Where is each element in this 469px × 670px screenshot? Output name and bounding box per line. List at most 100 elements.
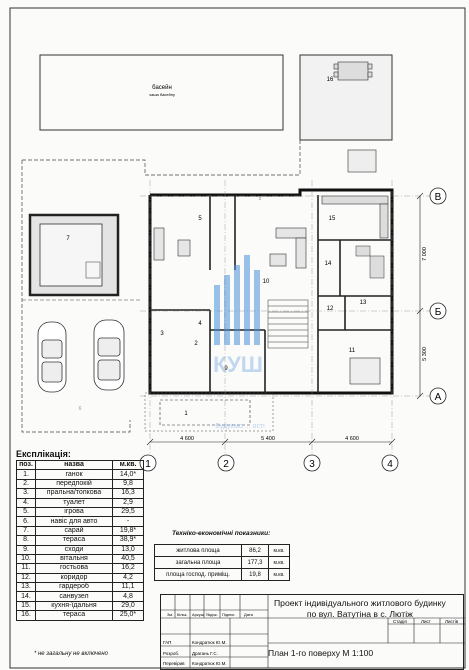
room-number-14: 14 [325, 261, 332, 267]
dim-right-2: 5 300 [422, 347, 428, 361]
table-header-row: поз. назва м.кв. [16, 459, 144, 471]
project-line-1: Проект індивідуального житлового будинку [274, 598, 446, 608]
stamp-name-2: Драгань Г.С. [192, 651, 218, 656]
room-number-16: 16 [327, 77, 334, 83]
room-number-1: 1 [184, 411, 188, 417]
pool-outline [39, 54, 284, 131]
kitchen-fittings [321, 149, 389, 239]
stamp-hdr-6: Дата [244, 612, 254, 617]
axis-bubbles-letter [429, 187, 447, 405]
room-number-6: 6 [79, 406, 82, 412]
axis-v: В [435, 192, 442, 203]
living-sofa [269, 227, 307, 269]
room-number-10: 10 [263, 279, 270, 285]
project-title: Проект індивідуального житлового будинку… [274, 598, 446, 620]
axis-2: 2 [223, 459, 229, 470]
axis-3: 3 [309, 459, 315, 470]
stamp-hdr-3: Аркуш [192, 612, 204, 617]
room-number-11: 11 [349, 348, 356, 354]
stamp-name-3: Кондратюк Ю.М. [192, 661, 227, 666]
stamp-sheet: Лист [421, 619, 431, 624]
dim-right-1: 7 000 [422, 247, 428, 261]
stamp-grid [160, 594, 465, 668]
porch-1 [159, 399, 251, 426]
room-number-3: 3 [160, 331, 164, 337]
room-number-12: 12 [327, 306, 334, 312]
stamp-role-1: ГАП [163, 640, 171, 645]
room-number-9: 9 [224, 366, 228, 372]
pool-label: басейн [152, 84, 172, 91]
dim-bottom-3: 4 600 [345, 436, 359, 442]
stamp-hdr-2: Кільк. [177, 612, 188, 617]
watermark-sub: Будуємо ... ості [215, 422, 265, 430]
terrace-8 [144, 392, 274, 432]
drawing-frame [9, 7, 466, 669]
explication-note: * не загальну не включено [34, 651, 109, 657]
axis-1: 1 [145, 459, 151, 470]
dim-bottom-2: 5 400 [261, 436, 275, 442]
interior-walls [150, 195, 392, 393]
table-row: 6.навіс для авто- [16, 516, 144, 527]
stair [267, 299, 309, 349]
room-number-13: 13 [360, 300, 367, 306]
pool-sublabel: чаша басейну [149, 92, 175, 97]
axis-a: А [435, 392, 442, 403]
watermark [214, 255, 260, 345]
playroom-furniture [153, 227, 191, 261]
col-name: назва [35, 459, 113, 471]
outdoor-dining-table [333, 61, 373, 81]
axis-bubbles-numeric [139, 454, 399, 472]
bathroom-fixtures [355, 245, 385, 279]
room-number-7: 7 [66, 236, 70, 242]
explication-title: Експлікація: [16, 449, 71, 459]
stamp-hdr-1: Зм. [167, 612, 173, 617]
stamp-stage: Стадія [393, 619, 407, 624]
stamp-role-2: Розроб. [163, 651, 179, 656]
right-dimension [416, 192, 424, 400]
stamp-role-3: Перевірив [163, 661, 185, 666]
room-number-2: 2 [194, 341, 198, 347]
guest-bed [349, 357, 381, 385]
plan-title: План 1-го поверху М 1:100 [268, 648, 374, 658]
axis-4: 4 [387, 459, 393, 470]
room-number-5: 5 [198, 216, 202, 222]
teo-title: Техніко-економічні показники: [172, 530, 271, 537]
bottom-dimension [146, 438, 396, 446]
watermark-brand: КУШ [213, 352, 263, 377]
axis-b: Б [435, 307, 442, 318]
room-number-8: 8 [259, 196, 262, 202]
dim-bottom-1: 4 600 [180, 436, 194, 442]
stamp-name-1: Кондратюк Ю.М. [192, 640, 227, 645]
car-right [93, 319, 125, 391]
room-number-4: 4 [198, 321, 202, 327]
car-left [37, 321, 67, 393]
project-line-2: по вул. Ватутіна в с. Лютіж [306, 609, 413, 619]
room-number-15: 15 [329, 216, 336, 222]
stamp-hdr-4: №док. [206, 612, 218, 617]
site-boundary [22, 140, 301, 176]
col-pos: поз. [16, 459, 36, 471]
col-area: м.кв. [112, 459, 144, 471]
stamp-hdr-5: Підпис [222, 612, 235, 617]
